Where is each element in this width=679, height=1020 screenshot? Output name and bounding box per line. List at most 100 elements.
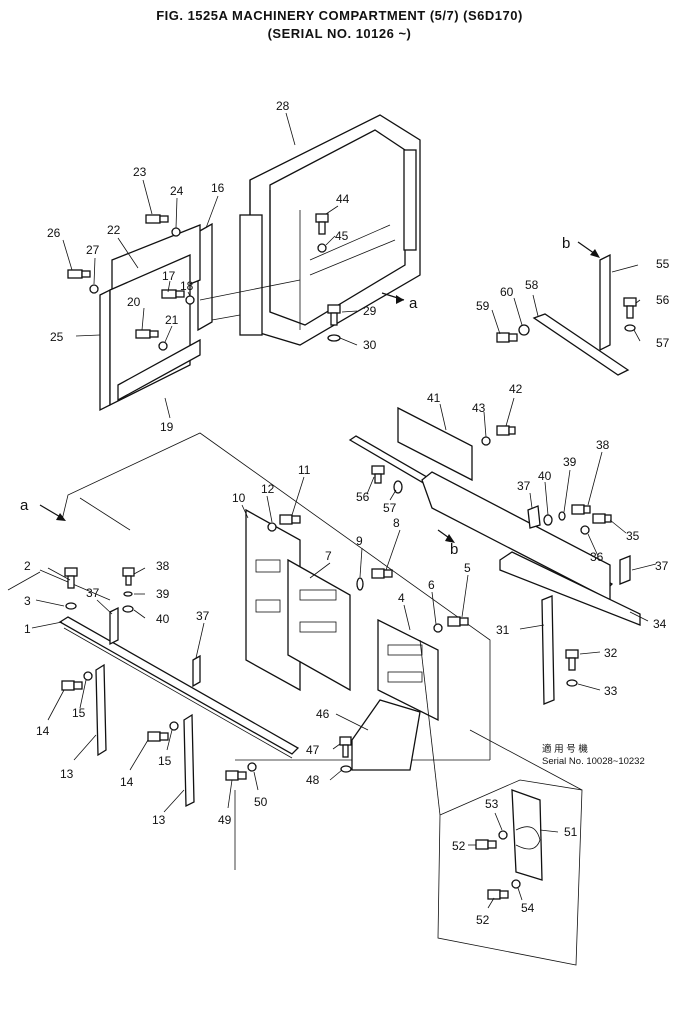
callout-32: 32 — [604, 646, 618, 660]
callout-5: 5 — [464, 561, 471, 575]
callout-35: 35 — [626, 529, 640, 543]
callout-33: 33 — [604, 684, 618, 698]
washer-40-right — [543, 514, 553, 526]
callout-30: 30 — [363, 338, 377, 352]
callout-17: 17 — [162, 269, 176, 283]
callout-56-mid: 56 — [356, 490, 370, 504]
callout-23: 23 — [133, 165, 147, 179]
callout-41: 41 — [427, 391, 441, 405]
bolt-23 — [145, 214, 169, 224]
washer-48 — [340, 765, 352, 773]
plate-51 — [511, 789, 543, 881]
washer-43 — [481, 436, 491, 446]
clip-37-mid — [192, 654, 201, 688]
ref-letter-b-mid: b — [450, 541, 458, 558]
callout-54: 54 — [521, 901, 535, 915]
cover-46 — [351, 699, 421, 771]
callout-4: 4 — [398, 591, 405, 605]
plate-34 — [499, 551, 641, 626]
callout-55: 55 — [656, 257, 670, 271]
bolt-26 — [67, 269, 91, 279]
side-panel-16 — [197, 222, 213, 332]
bolt-35 — [592, 513, 612, 524]
washer-33 — [566, 679, 578, 687]
callout-22: 22 — [107, 223, 121, 237]
bar-58 — [532, 313, 630, 376]
radiator-frame-28 — [239, 114, 421, 346]
callout-15-right: 15 — [158, 754, 172, 768]
callout-43: 43 — [472, 401, 486, 415]
callout-27: 27 — [86, 243, 100, 257]
callout-2: 2 — [24, 559, 31, 573]
callout-47: 47 — [306, 743, 320, 757]
callout-39-left: 39 — [156, 587, 170, 601]
washer-40-left — [122, 605, 134, 613]
callout-57-mid: 57 — [383, 501, 397, 515]
washer-12 — [267, 522, 277, 532]
bolt-38-left — [122, 567, 135, 586]
callout-49: 49 — [218, 813, 232, 827]
callout-28: 28 — [276, 99, 290, 113]
washer-18 — [185, 295, 195, 305]
callout-40-left: 40 — [156, 612, 170, 626]
bracket-55 — [599, 253, 611, 352]
washer-15-left — [83, 671, 93, 681]
callout-6: 6 — [428, 578, 435, 592]
callout-57-top: 57 — [656, 336, 670, 350]
callout-16: 16 — [211, 181, 225, 195]
washer-39-left — [123, 591, 133, 597]
washer-39-right — [558, 511, 566, 521]
callout-29: 29 — [363, 304, 377, 318]
washer-27 — [89, 284, 99, 294]
bolt-14-left — [61, 680, 83, 691]
bolt-56-mid — [371, 465, 385, 484]
bolt-17 — [161, 289, 185, 299]
callout-25: 25 — [50, 330, 64, 344]
washer-3 — [65, 602, 77, 610]
bolt-5 — [447, 616, 469, 627]
washer-9 — [356, 577, 364, 591]
callout-52-bottom: 52 — [476, 913, 490, 927]
callout-52-top: 52 — [452, 839, 466, 853]
bolt-38-right — [571, 504, 591, 515]
callout-58: 58 — [525, 278, 539, 292]
callout-26: 26 — [47, 226, 61, 240]
washer-36 — [580, 525, 590, 535]
callout-38-left: 38 — [156, 559, 170, 573]
callout-56-top: 56 — [656, 293, 670, 307]
bolt-49 — [225, 770, 247, 781]
callout-42: 42 — [509, 382, 523, 396]
bolt-59 — [496, 332, 518, 343]
callout-31: 31 — [496, 623, 510, 637]
ref-letter-b-top: b — [562, 235, 570, 252]
bolt-2 — [64, 567, 78, 589]
bolt-20 — [135, 329, 159, 339]
callout-34: 34 — [653, 617, 667, 631]
bolt-47 — [339, 736, 352, 758]
callout-7: 7 — [325, 549, 332, 563]
bolt-14-right — [147, 731, 169, 742]
callout-37-mid: 37 — [196, 609, 210, 623]
callout-12: 12 — [261, 482, 275, 496]
washer-45 — [317, 243, 327, 253]
bolt-32 — [565, 649, 579, 671]
serial-range-subtitle: (SERIAL NO. 10126 ~) — [267, 26, 412, 41]
clip-37-right — [527, 505, 541, 529]
washer-15-right — [169, 721, 179, 731]
callout-13-left: 13 — [60, 767, 74, 781]
washer-6 — [433, 623, 443, 633]
callout-13-right: 13 — [152, 813, 166, 827]
stay-13-left — [95, 663, 107, 757]
callout-60: 60 — [500, 285, 514, 299]
callout-50: 50 — [254, 795, 268, 809]
callout-39-right: 39 — [563, 455, 577, 469]
bolt-56-top — [623, 297, 637, 319]
callout-11: 11 — [298, 463, 311, 477]
callout-48: 48 — [306, 773, 320, 787]
bolt-8 — [371, 568, 393, 579]
callout-1: 1 — [24, 622, 31, 636]
callout-38-right: 38 — [596, 438, 610, 452]
bolt-42 — [496, 425, 516, 436]
callout-46: 46 — [316, 707, 330, 721]
